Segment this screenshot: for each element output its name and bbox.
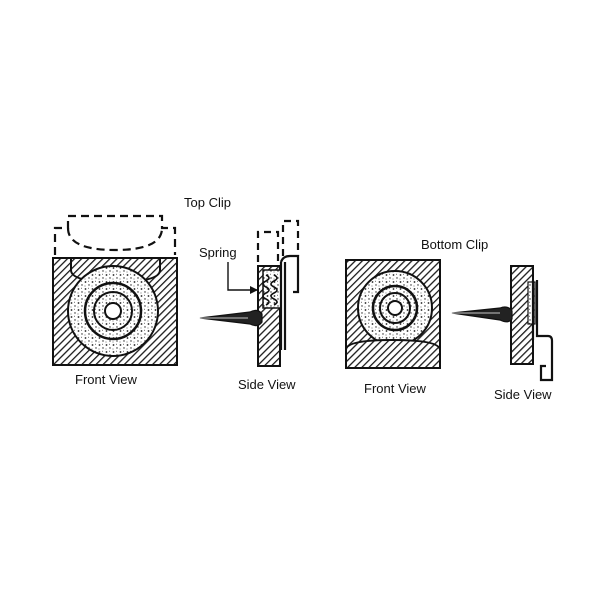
top-clip-side-view-caption: Side View bbox=[238, 377, 296, 392]
top-clip-dashed-outline bbox=[53, 214, 177, 255]
bottom-clip-side-hook bbox=[531, 280, 554, 382]
bottom-clip-front-hub bbox=[387, 300, 403, 316]
top-clip-front-view-caption: Front View bbox=[75, 372, 137, 387]
bottom-clip-front-view bbox=[345, 259, 441, 369]
bottom-clip-side-view bbox=[451, 265, 554, 382]
spring-callout-arrowhead bbox=[250, 286, 258, 294]
bottom-clip-side-view-caption: Side View bbox=[494, 387, 552, 402]
bottom-clip-front-view-caption: Front View bbox=[364, 381, 426, 396]
bottom-clip-side-prong bbox=[451, 306, 513, 323]
top-clip-front-inner-ring-2 bbox=[93, 291, 133, 331]
bottom-clip-side-chamber bbox=[527, 281, 536, 325]
top-clip-side-dashed-outline bbox=[256, 219, 300, 262]
spring-callout-label: Spring bbox=[199, 245, 237, 260]
spring-callout-arrow bbox=[227, 262, 258, 291]
top-clip-dashed-cap bbox=[66, 227, 164, 252]
bottom-clip-title: Bottom Clip bbox=[421, 237, 489, 252]
top-clip-side-hook bbox=[279, 254, 300, 350]
top-clip-front-view bbox=[52, 214, 178, 366]
top-clip-title: Top Clip bbox=[184, 195, 231, 210]
top-clip-side-view bbox=[199, 219, 300, 367]
spring-coil bbox=[262, 274, 270, 306]
bottom-clip-front-cap bbox=[345, 338, 441, 369]
bottom-clip-front-inner-ring-2 bbox=[379, 292, 411, 324]
spring-coil-2 bbox=[270, 274, 278, 306]
top-clip-front-hub bbox=[104, 302, 122, 320]
